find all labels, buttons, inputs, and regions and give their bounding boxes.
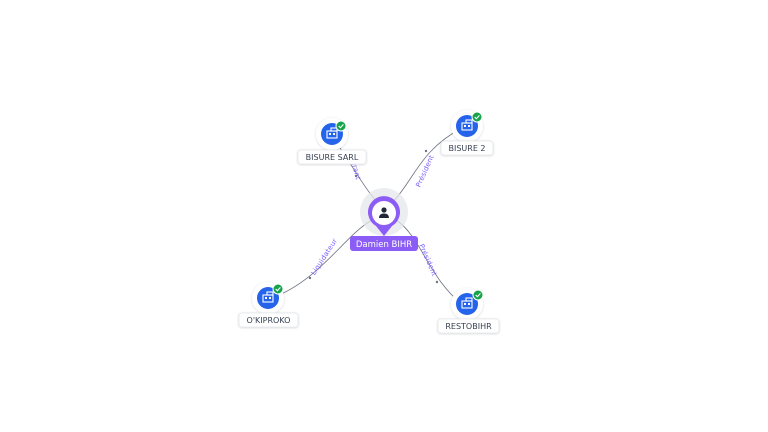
edge-okiproko <box>271 219 373 299</box>
label-bg <box>437 318 500 334</box>
check-mark <box>338 124 344 129</box>
edge-arrow-icon <box>424 149 428 153</box>
check-mark <box>275 287 281 292</box>
person-node[interactable]: Damien BIHR <box>350 188 418 251</box>
edge-label-okiproko: Liquidateur <box>310 237 340 277</box>
check-badge-icon <box>471 111 483 123</box>
check-badge-icon <box>335 120 347 132</box>
company-node-bisure-2[interactable]: BISURE 2 <box>440 110 494 156</box>
person-icon <box>379 207 389 218</box>
building-icon <box>262 291 274 303</box>
label-bg <box>238 312 299 328</box>
building-icon <box>461 119 473 131</box>
company-node-okiproko[interactable]: O'KIPROKO <box>238 282 299 328</box>
company-label: RESTOBIHR <box>445 322 492 331</box>
edge-arrow-icon <box>308 276 312 280</box>
edge-arrow-icon <box>435 280 439 284</box>
person-label-bg <box>350 236 418 251</box>
check-badge-icon <box>272 283 284 295</box>
check-badge-icon <box>472 289 484 301</box>
check-mark <box>474 115 480 120</box>
company-label: O'KIPROKO <box>247 316 291 325</box>
company-label: BISURE 2 <box>448 144 485 153</box>
company-node-restobihr[interactable]: RESTOBIHR <box>437 288 500 334</box>
person-label: Damien BIHR <box>356 240 412 250</box>
label-bg <box>297 149 367 165</box>
company-node-bisure-sarl[interactable]: BISURE SARL <box>297 118 367 165</box>
edge-arrow-icon <box>354 174 358 178</box>
company-label: BISURE SARL <box>306 153 359 162</box>
edge-label-bisure-2: Président <box>415 154 436 189</box>
label-bg <box>440 140 494 156</box>
check-mark <box>475 293 481 298</box>
pin-inner <box>372 201 396 225</box>
edge-label-restobihr: Président <box>417 243 438 278</box>
building-icon <box>461 297 473 309</box>
